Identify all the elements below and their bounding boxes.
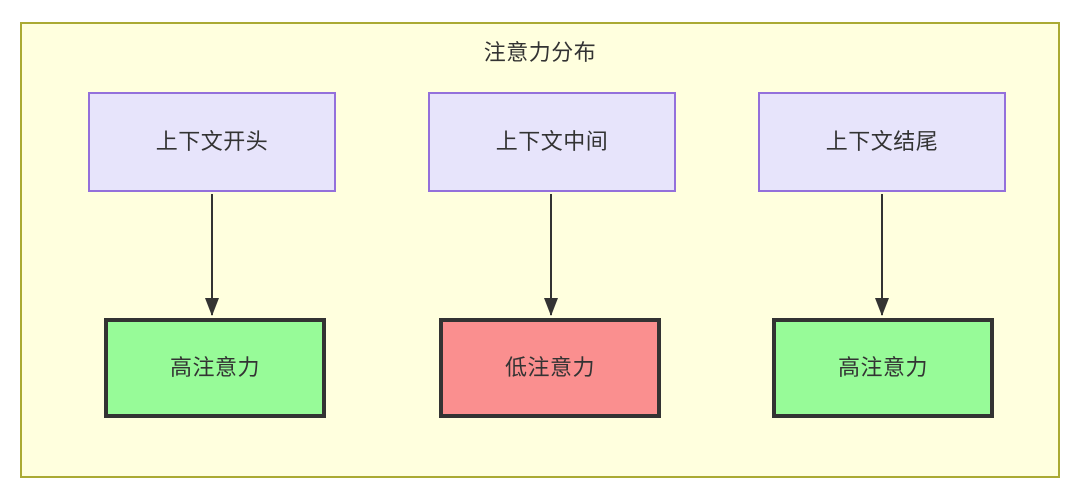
node-label: 低注意力 xyxy=(504,355,595,380)
node-attention-end[interactable]: 高注意力 xyxy=(772,318,994,418)
subgraph-title: 注意力分布 xyxy=(483,40,597,65)
node-attention-middle[interactable]: 低注意力 xyxy=(439,318,661,418)
node-label: 上下文结尾 xyxy=(825,129,939,154)
node-context-start[interactable]: 上下文开头 xyxy=(88,92,336,192)
node-attention-start[interactable]: 高注意力 xyxy=(104,318,326,418)
node-label: 高注意力 xyxy=(169,355,260,380)
node-context-end[interactable]: 上下文结尾 xyxy=(758,92,1006,192)
node-label: 上下文开头 xyxy=(155,129,269,154)
node-context-middle[interactable]: 上下文中间 xyxy=(428,92,676,192)
node-label: 高注意力 xyxy=(837,355,928,380)
node-label: 上下文中间 xyxy=(495,129,609,154)
